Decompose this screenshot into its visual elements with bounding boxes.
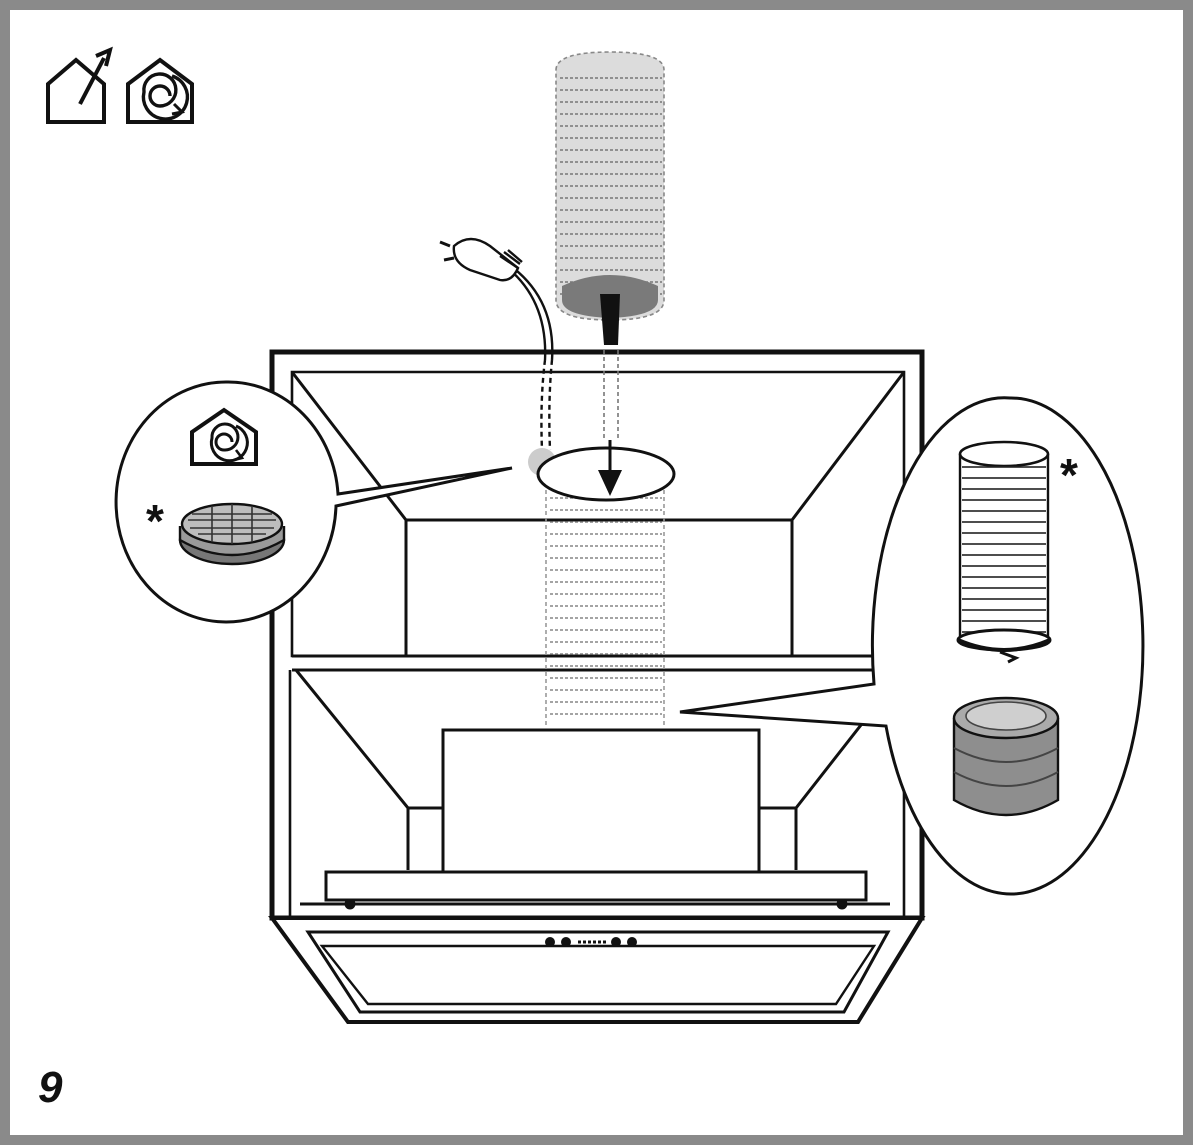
hood-canopy [268,916,926,1024]
left-callout-bubble [114,380,513,624]
recirculation-mode-icon [126,57,194,124]
duct-adapter-ring-icon [952,696,1060,817]
hood-base-plate [300,870,890,910]
down-arrow-icon [598,440,622,496]
control-buttons [545,937,637,947]
power-plug-icon [439,237,523,282]
duct-connector-bar [600,294,620,345]
optional-part-marker-left: * [146,495,164,547]
extraction-mode-icon [46,46,113,124]
motor-housing [441,728,761,874]
step-number: 9 [38,1063,63,1112]
upper-flexible-duct [555,51,665,321]
carbon-filter-icon [178,502,286,566]
recirculation-mode-icon-small [190,407,258,466]
internal-duct-dashed [545,350,665,726]
flexible-duct-icon [956,440,1052,664]
optional-part-marker-right: * [1060,449,1078,501]
power-cord [499,261,554,451]
